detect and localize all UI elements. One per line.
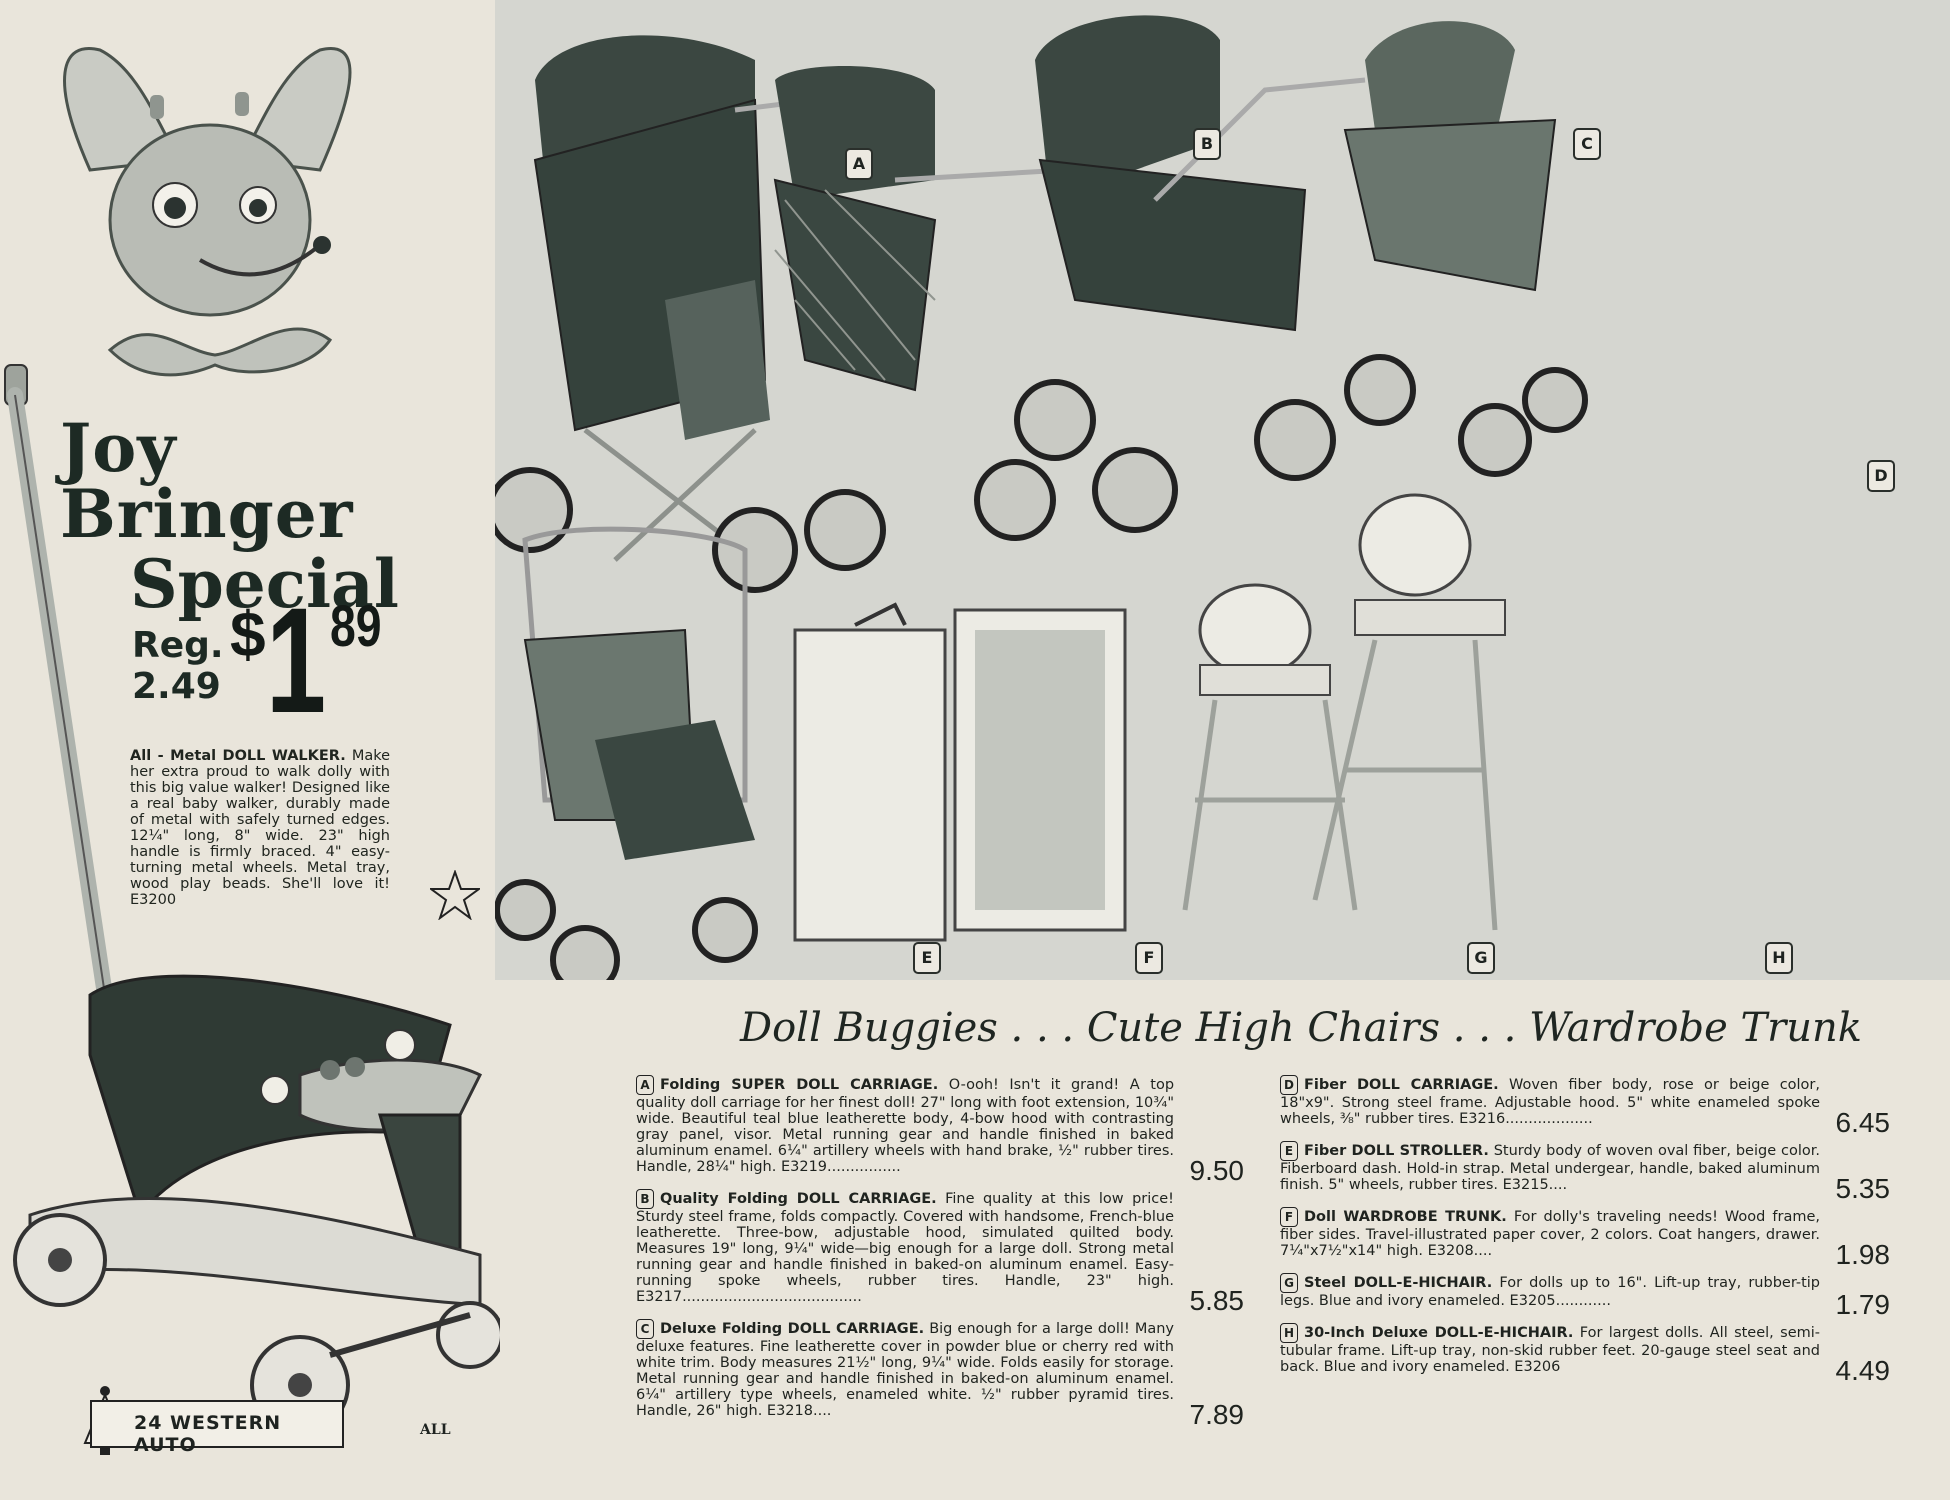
- section-headline: Doll Buggies . . . Cute High Chairs . . …: [740, 1005, 1863, 1051]
- carriage-d-illustration: [1343, 21, 1588, 477]
- item-description: For dolly's traveling needs! Wood frame,…: [1280, 1209, 1820, 1259]
- photo-tag-b: B: [1193, 128, 1221, 160]
- walker-name: All - Metal DOLL WALKER.: [130, 748, 346, 764]
- product-photo-panel: A B C D E F G H: [495, 0, 1950, 980]
- item-price: 7.89: [1185, 1401, 1244, 1429]
- item-letter: G: [1280, 1273, 1298, 1293]
- sale-price-whole: 1: [265, 576, 326, 744]
- sale-price-cents: 89: [330, 594, 382, 659]
- item-price: 9.50: [1185, 1157, 1244, 1185]
- product-item-d: D Fiber DOLL CARRIAGE. Woven fiber body, …: [1280, 1075, 1890, 1137]
- item-letter: E: [1280, 1141, 1298, 1161]
- product-list-right: D Fiber DOLL CARRIAGE. Woven fiber body, …: [1280, 1075, 1890, 1389]
- item-letter: H: [1280, 1323, 1298, 1343]
- photo-tag-f: F: [1135, 942, 1163, 974]
- carriage-b-illustration: [773, 66, 1066, 571]
- deer-head-illustration: [63, 47, 352, 377]
- item-letter: D: [1280, 1075, 1298, 1095]
- item-letter: A: [636, 1075, 654, 1095]
- walker-text: Make her extra proud to walk dolly with …: [130, 748, 391, 908]
- item-price: 1.98: [1831, 1241, 1890, 1269]
- carriage-c-illustration: [1014, 15, 1366, 533]
- regular-price-value: 2.49: [132, 666, 221, 708]
- photo-tag-e: E: [913, 942, 941, 974]
- photo-tag-d: D: [1867, 460, 1895, 492]
- item-price: 5.85: [1185, 1287, 1244, 1315]
- item-name: Fiber DOLL STROLLER.: [1304, 1143, 1489, 1159]
- printer-mark: ALL: [420, 1422, 451, 1438]
- promo-title: Joy Bringer Special: [60, 415, 460, 617]
- product-item-h: H 30-Inch Deluxe DOLL-E-HICHAIR. For larg…: [1280, 1323, 1890, 1385]
- item-letter: B: [636, 1189, 654, 1209]
- promo-title-line1: Joy Bringer: [60, 409, 354, 553]
- product-item-g: G Steel DOLL-E-HICHAIR. For dolls up to 1…: [1280, 1273, 1890, 1319]
- item-name: Deluxe Folding DOLL CARRIAGE.: [660, 1321, 925, 1337]
- sale-price-dollar: $: [230, 598, 266, 670]
- regular-price: Reg. 2.49: [132, 625, 224, 708]
- product-item-b: B Quality Folding DOLL CARRIAGE. Fine qua…: [636, 1189, 1244, 1315]
- photo-tag-h: H: [1765, 942, 1793, 974]
- item-price: 1.79: [1831, 1291, 1890, 1319]
- item-price: 4.49: [1831, 1357, 1890, 1385]
- product-photo: [495, 0, 1950, 980]
- product-item-e: E Fiber DOLL STROLLER. Sturdy body of wov…: [1280, 1141, 1890, 1203]
- item-price: 6.45: [1831, 1109, 1890, 1137]
- item-description: Big enough for a large doll! Many deluxe…: [636, 1321, 1174, 1419]
- item-price: 5.35: [1831, 1175, 1890, 1203]
- item-description: Sturdy body of woven oval fiber, beige c…: [1280, 1143, 1820, 1193]
- item-name: Fiber DOLL CARRIAGE.: [1304, 1077, 1499, 1093]
- walker-description: All - Metal DOLL WALKER. Make her extra …: [130, 748, 390, 908]
- product-item-c: C Deluxe Folding DOLL CARRIAGE. Big enoug…: [636, 1319, 1244, 1429]
- wardrobe-trunk-f-illustration: [793, 602, 1127, 942]
- page-footer-badge: 24 WESTERN AUTO: [90, 1400, 344, 1456]
- promo-title-line2: Special: [130, 545, 399, 623]
- doll-walker-illustration: [4, 364, 500, 1435]
- item-letter: F: [1280, 1207, 1298, 1227]
- item-description: For largest dolls. All steel, semi-tubul…: [1280, 1325, 1820, 1375]
- item-description: Fine quality at this low price! Sturdy s…: [636, 1191, 1174, 1305]
- regular-price-label: Reg.: [132, 625, 224, 666]
- star-outline-icon: [430, 870, 480, 920]
- photo-tag-g: G: [1467, 942, 1495, 974]
- item-name: 30-Inch Deluxe DOLL-E-HICHAIR.: [1304, 1325, 1574, 1341]
- item-letter: C: [636, 1319, 654, 1339]
- item-name: Steel DOLL-E-HICHAIR.: [1304, 1275, 1493, 1291]
- stroller-e-illustration: [495, 526, 758, 980]
- carriage-a-illustration: [495, 35, 816, 593]
- item-description: Woven fiber body, rose or beige color, 1…: [1280, 1077, 1821, 1127]
- high-chair-g-illustration: [1182, 583, 1358, 911]
- product-list-left: A Folding SUPER DOLL CARRIAGE. O-ooh! Isn…: [636, 1075, 1244, 1433]
- item-name: Quality Folding DOLL CARRIAGE.: [660, 1191, 937, 1207]
- page-footer-label: 24 WESTERN AUTO: [134, 1412, 282, 1456]
- high-chair-h-illustration: [1312, 493, 1506, 931]
- photo-tag-a: A: [845, 148, 873, 180]
- item-name: Doll WARDROBE TRUNK.: [1304, 1209, 1507, 1225]
- photo-tag-c: C: [1573, 128, 1601, 160]
- item-description: For dolls up to 16". Lift-up tray, rubbe…: [1280, 1275, 1821, 1309]
- item-name: Folding SUPER DOLL CARRIAGE.: [660, 1077, 939, 1093]
- product-item-a: A Folding SUPER DOLL CARRIAGE. O-ooh! Isn…: [636, 1075, 1244, 1185]
- product-item-f: F Doll WARDROBE TRUNK. For dolly's travel…: [1280, 1207, 1890, 1269]
- item-description: O-ooh! Isn't it grand! A top quality dol…: [636, 1077, 1175, 1175]
